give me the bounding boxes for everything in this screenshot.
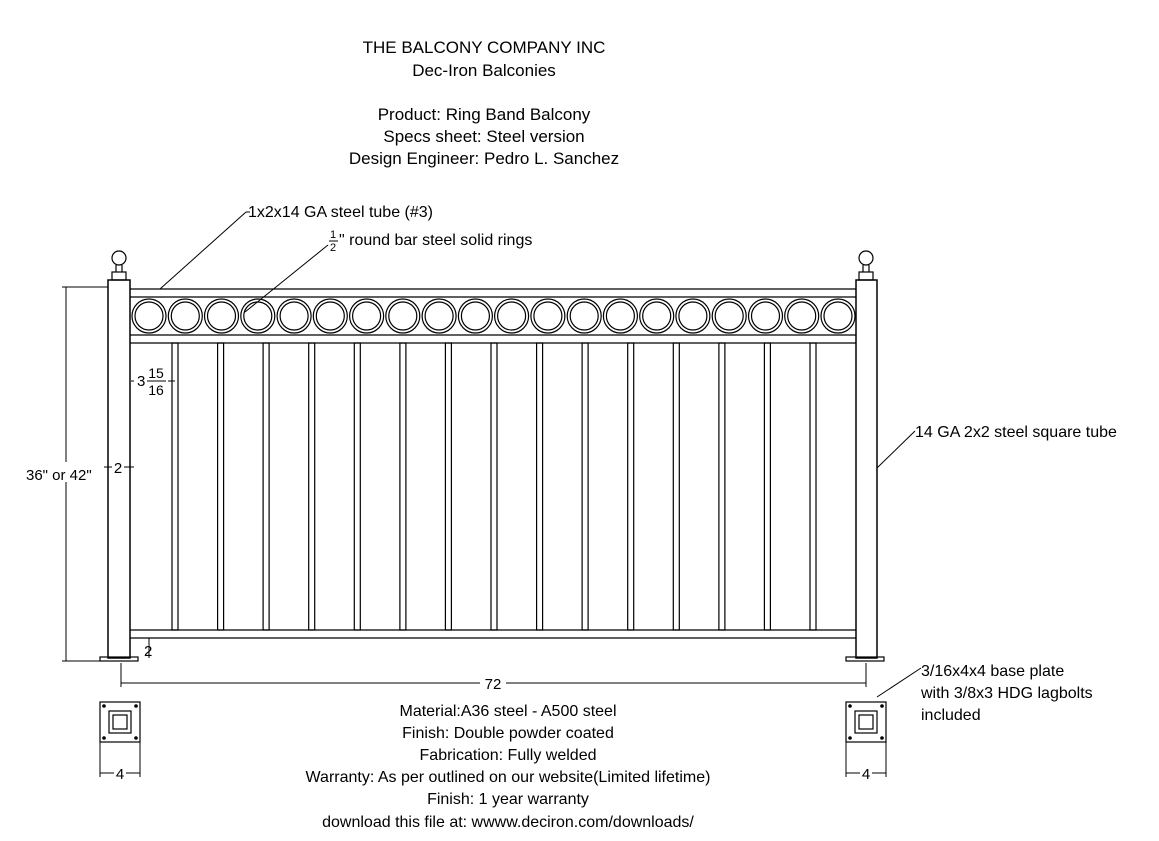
ring — [820, 298, 856, 334]
post-callout: 14 GA 2x2 steel square tube — [915, 424, 1117, 441]
picket — [262, 342, 270, 631]
ring — [711, 298, 747, 334]
bottom-gap-label: 2 — [144, 643, 152, 660]
design-engineer: Design Engineer: Pedro L. Sanchez — [349, 149, 619, 168]
note-material: Material:A36 steel - A500 steel — [399, 703, 616, 720]
note-finish: Finish: Double powder coated — [402, 725, 614, 742]
note-warranty: Warranty: As per outlined on our website… — [306, 769, 711, 786]
picket-spacing-numerator: 15 — [148, 365, 164, 381]
note-finish-warranty: Finish: 1 year warranty — [427, 791, 589, 808]
height-label-bg — [22, 462, 106, 482]
ring — [349, 298, 385, 334]
product-name: Product: Ring Band Balcony — [378, 105, 591, 124]
picket — [718, 342, 726, 631]
picket — [809, 342, 817, 631]
ring — [167, 298, 203, 334]
base-plate-callout-line2: with 3/8x3 HDG lagbolts — [920, 685, 1093, 702]
ring — [784, 298, 820, 334]
rings-callout: " round bar steel solid rings — [339, 232, 532, 249]
rings-fraction-numerator: 1 — [330, 229, 336, 241]
width-dimension-label: 72 — [485, 676, 502, 693]
base-plate-callout-line1: 3/16x4x4 base plate — [921, 663, 1064, 680]
base-plate-callout-line3: included — [921, 707, 981, 724]
base-plate-leader — [876, 667, 922, 698]
right-post — [855, 279, 878, 659]
ring — [312, 298, 348, 334]
height-dimension-label: 36" or 42" — [26, 467, 92, 484]
left-base-plate-plan — [99, 701, 141, 743]
company-subtitle: Dec-Iron Balconies — [412, 61, 556, 80]
left-base-plate — [99, 656, 139, 662]
picket-spacing-denominator: 16 — [148, 382, 164, 398]
ring — [240, 298, 276, 334]
ring — [131, 298, 167, 334]
ring — [747, 298, 784, 334]
width-label-bg — [480, 674, 506, 692]
post-width-label: 2 — [114, 460, 122, 477]
picket — [672, 342, 680, 631]
plate-right-label-bg — [860, 765, 872, 781]
plate-right-dimension-label: 4 — [862, 766, 870, 783]
plate-left-dimension-label: 4 — [116, 766, 124, 783]
left-finial — [111, 250, 127, 281]
ring-band — [131, 298, 856, 334]
ring — [203, 298, 240, 334]
top-rail-callout: 1x2x14 GA steel tube (#3) — [248, 204, 433, 221]
picket — [171, 342, 179, 631]
ring — [457, 298, 493, 334]
picket — [581, 342, 589, 631]
picket — [535, 342, 544, 631]
left-post — [107, 279, 131, 659]
picket — [399, 342, 407, 631]
top-rail-leader — [159, 211, 247, 290]
picket — [763, 342, 772, 631]
ring — [421, 298, 457, 334]
company-name: THE BALCONY COMPANY INC — [363, 38, 606, 57]
picket — [308, 342, 316, 631]
ring — [494, 298, 530, 334]
ring — [675, 298, 711, 334]
right-base-plate-plan — [845, 701, 887, 743]
picket-spacing-whole: 3 — [137, 373, 145, 390]
plate-left-label-bg — [114, 765, 126, 781]
picket — [444, 342, 452, 631]
post-leader — [876, 430, 916, 469]
right-finial — [858, 250, 874, 281]
ring — [276, 298, 312, 334]
picket — [217, 342, 225, 631]
picket-group — [171, 342, 817, 631]
post-width-label-bg — [112, 459, 124, 475]
ring — [385, 298, 421, 334]
picket — [490, 342, 498, 631]
note-download: download this file at: wwww.deciron.com/… — [322, 814, 694, 831]
ring — [530, 298, 566, 334]
picket — [627, 342, 635, 631]
ring — [602, 298, 639, 334]
picket — [353, 342, 361, 631]
rings-fraction-denominator: 2 — [330, 242, 336, 254]
note-fabrication: Fabrication: Fully welded — [420, 747, 597, 764]
rings-leader — [244, 244, 329, 313]
ring — [566, 298, 602, 334]
ring — [639, 298, 675, 334]
right-base-plate — [845, 656, 885, 662]
specs-sheet: Specs sheet: Steel version — [383, 127, 584, 146]
